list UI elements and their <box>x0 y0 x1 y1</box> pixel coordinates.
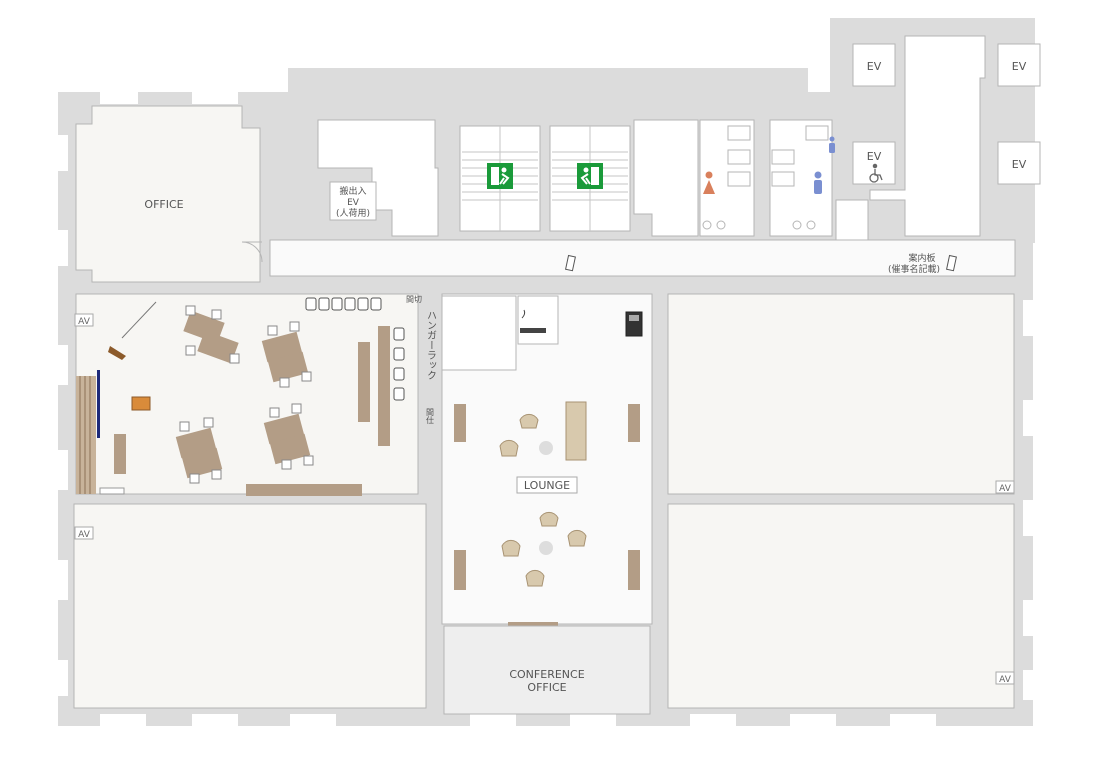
lounge-furniture <box>454 401 640 634</box>
smoking-booth <box>517 295 559 345</box>
storage-label: 間仕 <box>426 408 435 425</box>
elevator-label: EV <box>867 150 882 163</box>
upper-right-room[interactable] <box>667 293 1015 495</box>
elevator-label: EV <box>1012 60 1027 73</box>
smoking-icon <box>520 309 546 333</box>
emergency-exit-sign-icon <box>487 163 513 189</box>
chairs <box>179 305 314 484</box>
office-label: OFFICE <box>144 198 183 211</box>
conference-label-2: OFFICE <box>527 681 566 694</box>
svg-text:搬出入: 搬出入 <box>339 185 366 197</box>
wheelchair-icon <box>869 163 883 183</box>
service-core <box>317 119 869 241</box>
signboard-label: 案内板 <box>908 252 935 264</box>
male-restroom-icon <box>829 136 835 153</box>
pointer <box>121 301 157 339</box>
conference-room[interactable] <box>443 625 651 715</box>
conference-label-1: CONFERENCE <box>509 668 584 681</box>
svg-text:AV: AV <box>999 675 1012 685</box>
emergency-exit-sign-icon <box>577 163 603 189</box>
left-bench <box>76 370 125 495</box>
window-notches <box>58 92 1033 726</box>
bottom-left-room[interactable] <box>73 503 427 709</box>
elevator-label: EV <box>867 60 882 73</box>
small-room <box>441 295 517 371</box>
lower-right-room[interactable] <box>667 503 1015 709</box>
hanger-rack-label: ハンガーラック <box>425 310 437 380</box>
lounge-label-box <box>516 476 578 494</box>
corridor <box>269 239 1016 277</box>
office-room[interactable] <box>75 105 261 283</box>
svg-text:AV: AV <box>78 317 91 327</box>
signboard-label: (催事名記載) <box>888 263 940 275</box>
male-restroom-icon <box>814 171 822 194</box>
signboard-icon <box>565 254 576 272</box>
vending-machine-icon <box>625 311 643 337</box>
tables <box>175 310 311 479</box>
elevator-core <box>852 35 1041 237</box>
signboard-icon <box>946 254 957 272</box>
furniture-misc <box>108 326 390 496</box>
svg-text:AV: AV <box>78 530 91 540</box>
freight-elevator-label: 搬出入 EV (人荷用) <box>329 181 377 221</box>
office-door[interactable] <box>241 241 263 263</box>
lockers <box>305 297 405 401</box>
svg-text:AV: AV <box>999 484 1012 494</box>
svg-text:EV: EV <box>347 198 360 208</box>
female-restroom-icon <box>703 171 715 194</box>
lounge-label: LOUNGE <box>524 479 570 492</box>
svg-text:(人荷用): (人荷用) <box>336 208 370 219</box>
storage-label: 間切 <box>406 295 422 304</box>
restroom-fixtures <box>702 125 829 230</box>
av-labels: AV AV AV AV <box>74 313 1015 685</box>
elevator-label: EV <box>1012 158 1027 171</box>
